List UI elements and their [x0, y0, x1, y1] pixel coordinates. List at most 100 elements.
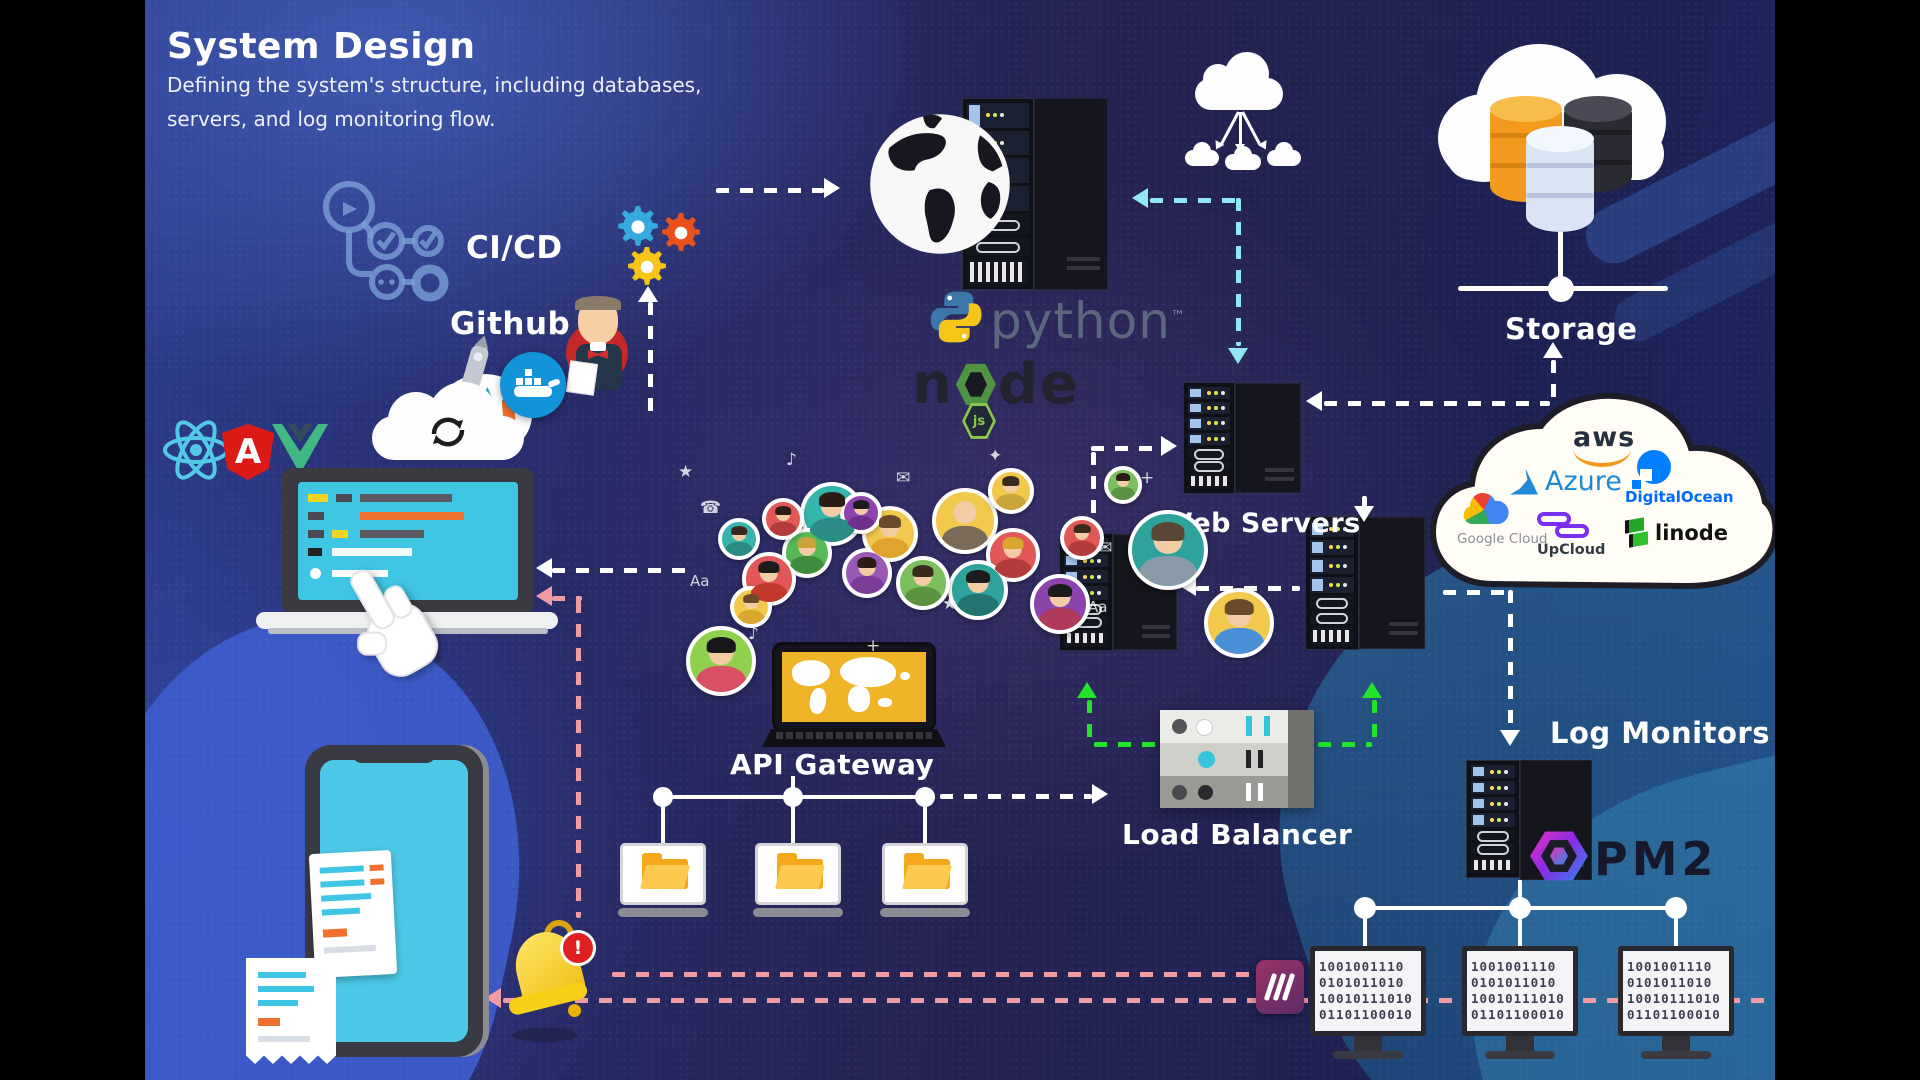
folder-icon — [777, 853, 823, 889]
pink-alert-corner — [552, 596, 582, 601]
api-gateway-laptop — [775, 645, 933, 729]
binary-row: 1001001110 — [1471, 959, 1557, 974]
envelope-icon: ✉ — [896, 468, 911, 488]
arrow-ws-elbow-head — [1161, 436, 1177, 456]
smartphone — [305, 745, 483, 1057]
arrow-storage-left-head — [1306, 391, 1322, 411]
cloud-providers: aws Azure DigitalOcean Google Cloud — [1415, 388, 1779, 604]
sparkle-icon: ✦ — [988, 446, 1003, 466]
upcloud-logo: UpCloud — [1537, 510, 1605, 558]
arrow-response-line — [552, 568, 694, 573]
arrow-ws-elbow-h — [1091, 446, 1163, 451]
gateway-node-2 — [783, 787, 803, 807]
monitor-node-3 — [1665, 897, 1687, 919]
plus-icon: + — [866, 636, 881, 656]
node-wordmark: n de — [912, 352, 1080, 417]
monitor-stub-3 — [1674, 915, 1678, 949]
upcloud-text: UpCloud — [1537, 542, 1606, 558]
python-tm: ™ — [1170, 308, 1186, 325]
text-sample-icon: Aa — [1088, 598, 1108, 616]
label-cicd: CI/CD — [466, 230, 563, 266]
pm2-text: PM2 — [1594, 832, 1718, 886]
arrow-cdn-down-head — [1228, 348, 1248, 364]
user-avatar — [1128, 510, 1208, 590]
monitor-stub-1 — [1363, 915, 1367, 949]
lb-side — [1288, 710, 1314, 808]
pink-alert-phone-head — [485, 988, 501, 1008]
pink-alert-lower-line — [503, 998, 1775, 1003]
folder-icon — [904, 853, 950, 889]
arrow-logs-v-line — [1508, 590, 1513, 732]
gear-blue-icon — [618, 206, 658, 246]
cloud-sync-illustration — [372, 382, 532, 462]
linode-logo: linode — [1623, 517, 1729, 548]
arrow-response-head — [536, 558, 552, 578]
gateway-stub-3 — [923, 805, 927, 845]
api-gateway-keyboard — [762, 729, 946, 747]
label-api-gateway: API Gateway — [730, 748, 935, 781]
binary-row: 1001001110 — [1627, 959, 1713, 974]
providers-cloud-shape — [1429, 392, 1779, 590]
user-avatar — [840, 492, 882, 534]
angular-letter: A — [234, 432, 262, 472]
binary-row: 01101100010 — [1319, 1007, 1413, 1022]
binary-row: 1001001110 — [1319, 959, 1405, 974]
label-log-monitors: Log Monitors — [1550, 716, 1770, 750]
monitor-node-2 — [1509, 897, 1531, 919]
receipt-doc — [246, 958, 336, 1064]
user-avatar — [762, 498, 804, 540]
arrow-lb-line — [940, 794, 1092, 799]
user-avatar — [1060, 516, 1104, 560]
azure-logo: Azure — [1510, 466, 1622, 497]
user-avatar — [988, 468, 1034, 514]
binary-row: 10010111010 — [1471, 991, 1565, 1006]
python-text: python — [990, 292, 1171, 350]
page-title: System Design — [167, 26, 476, 67]
user-avatar — [1204, 588, 1274, 658]
docker-icon — [500, 352, 566, 418]
green-arrow-right-head — [1362, 682, 1382, 698]
node-letter-n: n — [912, 352, 954, 417]
node-hexagon — [955, 363, 996, 406]
arrow-logs-h-line — [1443, 590, 1511, 595]
service-node-3 — [880, 843, 970, 917]
db-cylinder-white — [1526, 126, 1594, 232]
arrow-build-up-head — [638, 286, 658, 302]
api-gateway-screen — [782, 652, 926, 722]
vue-icon — [272, 424, 328, 474]
user-avatar — [932, 488, 998, 554]
smartphone-notch — [352, 745, 436, 763]
digitalocean-logo: DigitalOcean — [1625, 450, 1734, 506]
jenkins-hair — [575, 296, 621, 310]
text-sample-icon: Aa — [690, 572, 710, 590]
google-cloud-text: Google Cloud — [1457, 531, 1548, 547]
node-letters-de: de — [997, 352, 1080, 417]
arrow-ws-down-line — [1362, 496, 1367, 508]
aws-text: aws — [1573, 422, 1636, 453]
binary-row: 0101011010 — [1627, 975, 1713, 990]
digitalocean-icon — [1632, 450, 1671, 489]
arrow-ws-down-head — [1354, 506, 1374, 522]
aws-swoosh — [1573, 449, 1631, 467]
linode-text: linode — [1655, 521, 1729, 545]
angular-icon: A — [222, 424, 274, 480]
dev-laptop — [282, 468, 534, 614]
log-monitor-1: 1001001110 0101011010 10010111010 011011… — [1310, 946, 1426, 1059]
music-icon: ♪ — [786, 450, 797, 470]
upcloud-icon — [1537, 510, 1593, 538]
python-icon — [930, 291, 982, 343]
star-icon: ★ — [942, 594, 958, 614]
pink-alert-v-line — [576, 600, 581, 918]
log-stream-icon — [1256, 960, 1304, 1014]
arrow-build-up-line — [648, 302, 653, 418]
green-arrow-right-h — [1318, 742, 1372, 747]
monitor-stem — [1518, 880, 1522, 908]
monitor-node-1 — [1354, 897, 1376, 919]
react-icon — [163, 420, 229, 480]
digitalocean-text: DigitalOcean — [1625, 488, 1734, 506]
star-icon: ★ — [678, 462, 694, 482]
page-subtitle: Defining the system's structure, includi… — [167, 73, 702, 131]
jenkins-collar — [590, 342, 606, 351]
gateway-stub-1 — [661, 805, 665, 845]
sync-icon — [431, 417, 465, 447]
